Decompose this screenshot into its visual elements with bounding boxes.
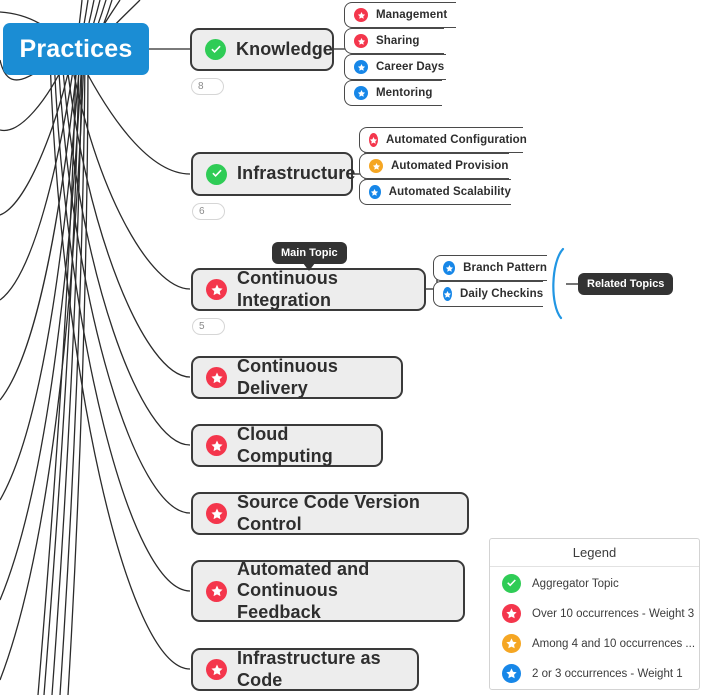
topic-node[interactable]: Automated and Continuous Feedback [191,559,465,622]
main-topic-callout: Main Topic [272,242,347,271]
subtopic-node-label: Automated Provision [391,160,509,172]
topic-occurrence-count: 6 [192,203,225,220]
red-star-circle-icon [502,604,521,623]
topic-node[interactable]: Continuous Integration [191,268,426,311]
legend-item-label: Aggregator Topic [532,577,619,590]
subtopic-node[interactable]: Mentoring [344,80,442,106]
legend-item-label: Over 10 occurrences - Weight 3 [532,607,695,620]
subtopic-node[interactable]: Management [344,2,456,28]
subtopic-node-label: Automated Scalability [388,186,511,198]
red-star-circle-icon [206,580,227,602]
subtopic-node[interactable]: Branch Pattern [433,255,547,281]
subtopic-node[interactable]: Sharing [344,28,444,54]
red-star-circle-icon [369,133,378,147]
subtopic-node-label: Management [376,9,448,21]
red-star-circle-icon [206,279,227,300]
subtopic-node[interactable]: Automated Scalability [359,179,511,205]
orange-star-circle-icon [369,159,383,173]
red-star-circle-icon [354,34,368,48]
subtopic-node[interactable]: Automated Configuration [359,127,527,153]
blue-star-circle-icon [443,287,452,301]
legend-item: Over 10 occurrences - Weight 3 [490,600,699,627]
green-check-circle-icon [502,574,521,593]
blue-star-circle-icon [354,86,368,100]
topic-node[interactable]: Source Code Version Control [191,492,469,535]
green-check-circle-icon [206,163,227,185]
red-star-circle-icon [206,503,227,524]
blue-star-circle-icon [354,60,368,74]
red-star-circle-icon [354,8,368,22]
red-star-circle-icon [206,367,227,388]
topic-occurrence-count: 5 [192,318,225,335]
blue-star-circle-icon [443,261,456,275]
root-node[interactable]: Practices [3,23,149,75]
red-star-circle-icon [206,659,227,680]
subtopic-node[interactable]: Career Days [344,54,446,80]
topic-node-label: Automated and Continuous Feedback [237,559,370,622]
subtopic-node-label: Daily Checkins [460,288,544,300]
legend-item-label: Among 4 and 10 occurrences ... [532,637,696,650]
orange-star-circle-icon [502,634,521,653]
legend-item-label: 2 or 3 occurrences - Weight 1 [532,667,683,680]
legend-item: Among 4 and 10 occurrences ... [490,630,699,657]
blue-star-circle-icon [502,664,521,683]
topic-node-label: Infrastructure as Code [237,648,381,690]
subtopic-node[interactable]: Daily Checkins [433,281,543,307]
related-topics-callout: Related Topics [578,273,674,295]
blue-star-circle-icon [369,185,381,199]
subtopic-node-label: Branch Pattern [463,262,547,274]
subtopic-node-label: Automated Configuration [386,134,527,146]
topic-node[interactable]: Cloud Computing [191,424,383,467]
root-node-label: Practices [19,34,133,63]
green-check-circle-icon [205,39,226,60]
topic-node[interactable]: Continuous Delivery [191,356,403,399]
topic-node[interactable]: Knowledge [190,28,334,71]
red-star-circle-icon [206,435,227,456]
topic-node-label: Source Code Version Control [237,492,420,534]
topic-node[interactable]: Infrastructure as Code [191,648,419,691]
subtopic-node-label: Sharing [376,35,420,47]
legend-title: Legend [490,539,699,567]
topic-node-label: Continuous Delivery [237,356,338,398]
subtopic-node-label: Career Days [376,61,445,73]
topic-node-label: Cloud Computing [237,424,333,466]
topic-occurrence-count: 8 [191,78,224,95]
legend-item: 2 or 3 occurrences - Weight 1 [490,660,699,687]
topic-node-label: Continuous Integration [237,268,338,310]
topic-node-label: Infrastructure [237,163,356,184]
subtopic-node[interactable]: Automated Provision [359,153,509,179]
topic-node-label: Knowledge [236,38,333,59]
subtopic-node-label: Mentoring [376,87,433,99]
topic-node[interactable]: Infrastructure [191,152,356,196]
legend-item: Aggregator Topic [490,570,699,597]
